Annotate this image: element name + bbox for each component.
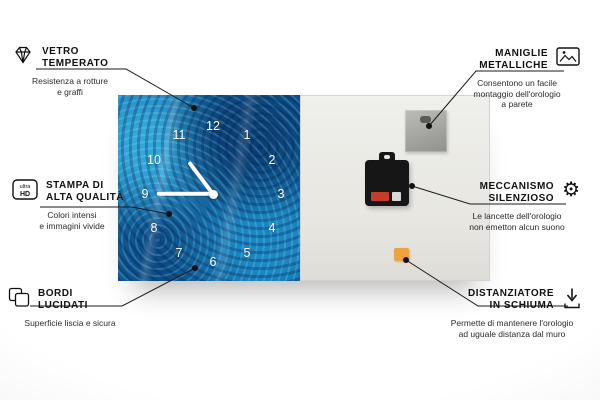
callout-meccanismo-silenzioso: ⚙ MECCANISMO SILENZIOSO Le lancette dell… [454, 180, 580, 232]
callout-title-line: STAMPA DI [46, 180, 104, 191]
picture-frame-icon [556, 47, 580, 67]
callout-desc-line: Colori intensi [47, 210, 97, 220]
callout-desc-line: Resistenza a rotture [31, 76, 109, 86]
callout-title-line: ALTA QUALITÀ [46, 191, 125, 203]
hanger-slot [420, 116, 431, 123]
callout-title-line: MANIGLIE [495, 48, 548, 59]
battery-compartment [371, 192, 389, 201]
clock-number: 9 [141, 187, 149, 201]
callout-title-line: DISTANZIATORE [468, 288, 554, 299]
clock-number: 7 [175, 246, 183, 260]
product-clock: 12 1 2 3 4 5 6 7 8 9 10 11 [118, 95, 490, 281]
clock-center-cap [208, 189, 218, 199]
battery-contact [392, 192, 401, 201]
spacer-arrow-icon [562, 287, 582, 309]
callout-title: STAMPA DI ALTA QUALITÀ [46, 179, 124, 203]
clock-number: 4 [268, 221, 276, 235]
callout-title-line: SILENZIOSO [488, 192, 555, 204]
clock-front-face: 12 1 2 3 4 5 6 7 8 9 10 11 [118, 95, 300, 281]
callout-desc-line: Permette di mantenere l'orologio [450, 318, 574, 328]
clock-mechanism [365, 152, 409, 206]
callout-desc-line: ad uguale distanza dal muro [458, 328, 566, 339]
callout-title: MANIGLIE METALLICHE [454, 47, 548, 71]
callout-vetro-temperato: VETRO TEMPERATO Resistenza a rotture e g… [12, 45, 128, 97]
svg-text:HD: HD [20, 191, 30, 198]
clock-number: 10 [147, 153, 161, 167]
callout-desc-line: Superficie liscia e sicura [24, 318, 116, 328]
clock-minute-hand [156, 192, 213, 196]
callout-desc-line: Le lancette dell'orologio [472, 211, 562, 221]
metal-hanger-plate [405, 110, 447, 152]
callout-desc-line: Consentono un facile [477, 78, 557, 88]
callout-desc-line: non emetton alcun suono [469, 221, 565, 232]
callout-bordi-lucidati: BORDI LUCIDATI Superficie liscia e sicur… [8, 287, 132, 329]
callout-description: Permette di mantenere l'orologio ad ugua… [442, 318, 582, 339]
clock-number: 8 [150, 221, 158, 235]
callout-description: Resistenza a rotture e graffi [12, 76, 128, 97]
callout-desc-line: e graffi [57, 86, 83, 97]
callout-distanziatore-schiuma: DISTANZIATORE IN SCHIUMA Permette di man… [442, 287, 582, 339]
callout-title-line: LUCIDATI [38, 299, 88, 311]
clock-number: 11 [172, 128, 186, 142]
clock-number: 3 [277, 187, 285, 201]
callout-title-line: METALLICHE [479, 59, 548, 71]
clock-number: 12 [206, 119, 220, 133]
clock-number: 6 [209, 255, 217, 269]
callout-description: Superficie liscia e sicura [8, 318, 132, 329]
diamond-icon [12, 45, 34, 65]
clock-number: 1 [243, 128, 251, 142]
callout-title: VETRO TEMPERATO [42, 45, 108, 69]
callout-title: MECCANISMO SILENZIOSO [454, 180, 554, 204]
callout-description: Le lancette dell'orologio non emetton al… [454, 211, 580, 232]
callout-description: Colori intensi e immagini vivide [12, 210, 132, 231]
mechanism-hook-hole [384, 155, 390, 159]
callout-title: DISTANZIATORE IN SCHIUMA [442, 287, 554, 311]
ultra-hd-icon: ultra HD [12, 179, 38, 200]
layers-icon [8, 287, 30, 308]
callout-description: Consentono un facile montaggio dell'orol… [454, 78, 580, 110]
clock-number: 5 [243, 246, 251, 260]
callout-desc-line: e immagini vivide [39, 220, 105, 231]
callout-title-line: TEMPERATO [42, 57, 109, 69]
callout-title-line: MECCANISMO [479, 181, 555, 192]
callout-maniglie-metalliche: MANIGLIE METALLICHE Consentono un facile… [454, 47, 580, 110]
callout-desc-line: montaggio dell'orologio [473, 88, 561, 99]
callout-desc-line: a parete [501, 99, 533, 109]
callout-title: BORDI LUCIDATI [38, 287, 88, 311]
callout-stampa-alta-qualita: ultra HD STAMPA DI ALTA QUALITÀ Colori i… [12, 179, 132, 231]
foam-spacer [394, 248, 409, 261]
svg-text:ultra: ultra [20, 184, 32, 190]
callout-title-line: BORDI [38, 288, 73, 299]
clock-number: 2 [268, 153, 276, 167]
callout-title-line: VETRO [42, 46, 79, 57]
callout-title-line: IN SCHIUMA [489, 299, 554, 311]
gear-icon: ⚙ [562, 179, 580, 201]
